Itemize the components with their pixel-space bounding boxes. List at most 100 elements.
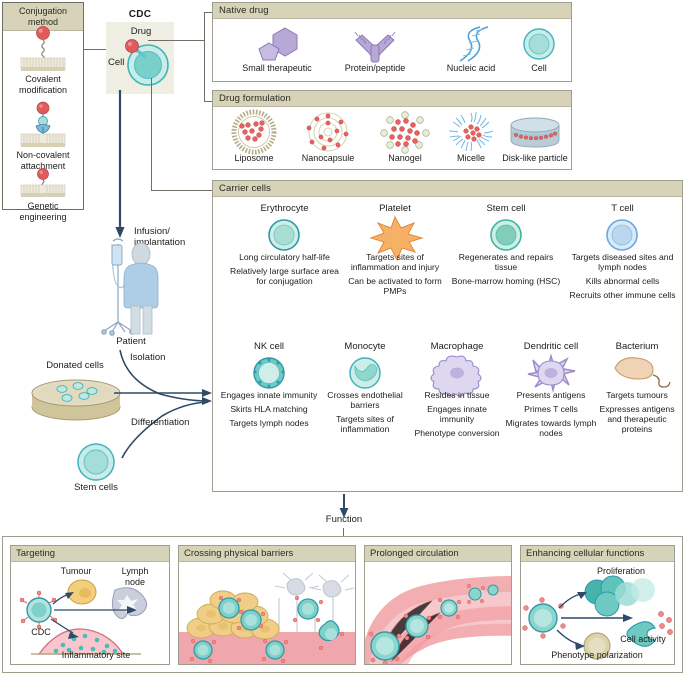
carrier-name-erythrocyte: Erythrocyte xyxy=(260,203,309,214)
donated-cells-label: Donated cells xyxy=(46,360,104,371)
isolation-label: Isolation xyxy=(130,352,166,363)
connector-sidebar-cdc xyxy=(84,49,106,50)
macrophage-icon xyxy=(430,355,482,397)
native-drug-item-cell: Cell xyxy=(509,23,569,74)
sidebar-item-noncovalent: Non-covalent attachment xyxy=(3,101,83,171)
dna-helix-icon xyxy=(459,26,489,62)
carrier-cells-panel: Carrier cells Erythrocyte Long circulato… xyxy=(212,180,683,492)
connector-formulation-in xyxy=(204,101,212,102)
function-header-crossing: Crossing physical barriers xyxy=(179,546,355,562)
trait: Engages innate immunity xyxy=(220,390,318,400)
trait: Recruits other immune cells xyxy=(569,290,676,300)
platelet-icon xyxy=(369,215,424,262)
t-cell-icon xyxy=(606,219,638,251)
carrier-name-nk-cell: NK cell xyxy=(253,341,285,352)
trait: Presents antigens xyxy=(516,390,586,400)
liposome-icon xyxy=(231,109,277,155)
micelle-icon xyxy=(448,111,494,152)
functions-outer-frame xyxy=(2,536,683,673)
drug-formulation-header: Drug formulation xyxy=(213,91,571,107)
carrier-traits-platelet: Targets sites of inflammation and injury… xyxy=(345,252,445,296)
carrier-name-monocyte: Monocyte xyxy=(344,341,386,352)
carrier-traits-macrophage: Resides in tissue Engages innate immunit… xyxy=(409,390,505,438)
sidebar-item-covalent: Covalent modification xyxy=(3,25,83,95)
carrier-name-stem-cell: Stem cell xyxy=(486,203,526,214)
prolonged-circulation-illustration xyxy=(365,576,511,664)
carrier-cell-nk-cell: NK cell Engages innate immunity Skirts H… xyxy=(219,341,319,432)
formulation-item-micelle: Micelle xyxy=(439,111,503,164)
infusion-arrow xyxy=(115,90,125,238)
nk-cell-icon xyxy=(253,357,285,389)
targeting-illustration xyxy=(19,579,148,655)
antibody-icon xyxy=(354,31,396,63)
carrier-cell-platelet: Platelet Targets sites of inflammation a… xyxy=(345,203,445,300)
connector-cdc-carrier-h xyxy=(151,190,212,191)
targeting-tumour-label: Tumour xyxy=(60,566,92,576)
native-drug-label-3: Cell xyxy=(531,63,547,73)
connector-cdc-carrier-v xyxy=(151,78,152,191)
trait: Migrates towards lymph nodes xyxy=(505,418,597,438)
trait: Phenotype conversion xyxy=(414,428,500,438)
cdc-cell-icon xyxy=(125,39,169,86)
carrier-name-platelet: Platelet xyxy=(379,203,411,214)
carrier-traits-dendritic-cell: Presents antigens Primes T cells Migrate… xyxy=(501,390,601,438)
sidebar-item-covalent-label: Covalent modification xyxy=(18,74,68,95)
trait: Skirts HLA matching xyxy=(230,404,308,414)
petri-dish-icon xyxy=(31,379,121,421)
membrane-covalent-icon xyxy=(20,26,66,71)
carrier-name-macrophage: Macrophage xyxy=(430,341,484,352)
carrier-traits-stem-cell: Regenerates and repairs tissue Bone-marr… xyxy=(451,252,561,286)
isolation-differentiation-arrows xyxy=(114,349,212,459)
membrane-genetic-icon xyxy=(20,168,66,197)
targeting-cdc-label: CDC xyxy=(31,627,51,637)
stem-cells-icon xyxy=(77,443,115,481)
native-drug-item-small-therapeutic: Small therapeutic xyxy=(227,23,327,74)
trait: Targets sites of inflammation xyxy=(336,414,394,434)
sidebar-item-genetic-label: Genetic engineering xyxy=(19,201,67,222)
trait: Relatively large surface area for conjug… xyxy=(230,266,339,286)
function-panel-circulation: Prolonged circulation xyxy=(364,545,512,665)
formulation-label-2: Nanogel xyxy=(388,153,422,163)
function-connector xyxy=(343,528,344,537)
trait: Can be activated to form PMPs xyxy=(348,276,442,296)
bacterium-icon xyxy=(614,357,671,388)
carrier-traits-bacterium: Targets tumours Expresses antigens and t… xyxy=(593,390,681,434)
cdc-drug-label: Drug xyxy=(130,26,152,37)
dendritic-cell-icon xyxy=(527,353,576,393)
disk-particle-icon xyxy=(510,117,560,148)
carrier-traits-erythrocyte: Long circulatory half-life Relatively la… xyxy=(227,252,342,286)
trait: Resides in tissue xyxy=(424,390,490,400)
formulation-item-liposome: Liposome xyxy=(215,109,293,164)
sidebar-item-noncovalent-label: Non-covalent attachment xyxy=(16,150,70,171)
carrier-name-t-cell: T cell xyxy=(611,203,634,214)
phenotype-polarization-label: Phenotype polarization xyxy=(551,650,643,660)
native-drug-label-2: Nucleic acid xyxy=(446,63,496,73)
native-drug-label-0: Small therapeutic xyxy=(242,63,312,73)
connector-right-bracket xyxy=(204,12,205,102)
carrier-name-dendritic-cell: Dendritic cell xyxy=(523,341,579,352)
nanocapsule-icon xyxy=(306,112,349,152)
trait: Long circulatory half-life xyxy=(239,252,330,262)
native-drug-label-1: Protein/peptide xyxy=(344,63,406,73)
patient-icon xyxy=(101,238,159,336)
erythrocyte-icon xyxy=(268,219,300,251)
function-header-targeting: Targeting xyxy=(11,546,169,562)
carrier-cell-bacterium: Bacterium Targets tumours Expresses anti… xyxy=(593,341,681,438)
trait: Bone-marrow homing (HSC) xyxy=(451,276,561,286)
monocyte-icon xyxy=(349,357,381,389)
trait: Primes T cells xyxy=(524,404,578,414)
cdc-cell-label: Cell xyxy=(108,57,125,68)
carrier-cell-dendritic-cell: Dendritic cell Presents antigens Primes … xyxy=(501,341,601,442)
formulation-label-0: Liposome xyxy=(234,153,274,163)
carrier-cell-t-cell: T cell Targets diseased sites and lymph … xyxy=(565,203,680,304)
carrier-traits-monocyte: Crosses endothelial barriers Targets sit… xyxy=(317,390,413,434)
carrier-cells-header: Carrier cells xyxy=(213,181,682,197)
cdc-title: CDC xyxy=(128,9,152,20)
formulation-label-4: Disk-like particle xyxy=(502,153,568,163)
nanogel-icon xyxy=(380,111,430,154)
carrier-cell-monocyte: Monocyte Crosses endothelial barriers Ta… xyxy=(317,341,413,438)
enhancing-functions-illustration xyxy=(522,575,673,660)
crossing-barriers-illustration xyxy=(179,572,355,664)
differentiation-label: Differentiation xyxy=(131,417,190,428)
targeting-lymph-label: Lymph node xyxy=(121,566,149,587)
